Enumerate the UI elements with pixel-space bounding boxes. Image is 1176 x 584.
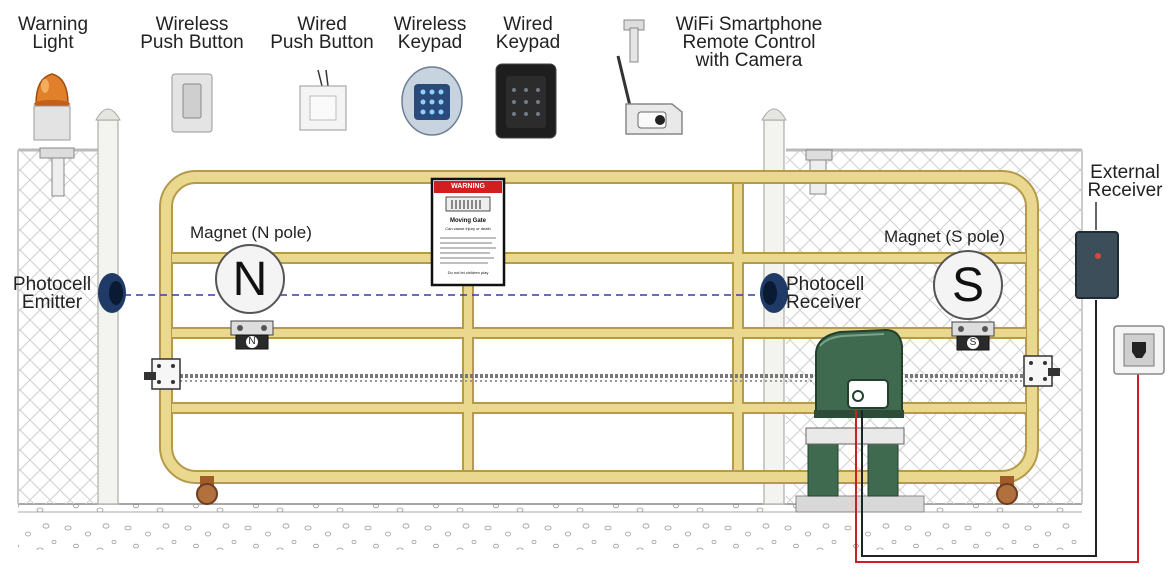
label-photocell-receiver: Photocell Receiver bbox=[786, 274, 865, 313]
label-magnet-n: Magnet (N pole) bbox=[190, 223, 312, 242]
magnet-s-small-letter: S bbox=[969, 337, 977, 348]
label-warning-light: Warning Light bbox=[17, 14, 89, 53]
wired-push-button-icon bbox=[299, 69, 347, 131]
label-wireless-keypad: Wireless Keypad bbox=[393, 14, 467, 53]
label-wifi-camera: WiFi Smartphone Remote Control with Came… bbox=[675, 14, 823, 71]
magnet-n-small-letter: N bbox=[248, 336, 256, 347]
wiring bbox=[855, 202, 1139, 563]
gate-wheel-left bbox=[196, 476, 218, 505]
wired-keypad-icon bbox=[495, 63, 557, 139]
chain-bracket-left bbox=[144, 358, 181, 390]
wireless-push-button-icon bbox=[171, 73, 213, 133]
warning-sign bbox=[430, 177, 506, 287]
label-magnet-s: Magnet (S pole) bbox=[884, 227, 1005, 246]
wifi-camera-icon bbox=[616, 19, 683, 135]
wireless-keypad-icon bbox=[401, 66, 463, 136]
warning-sign-line1: Can cause injury or death bbox=[445, 226, 491, 231]
warning-light-icon bbox=[33, 73, 71, 141]
power-outlet-icon bbox=[1113, 325, 1165, 375]
magnet-s-icon bbox=[933, 250, 1003, 320]
magnet-n-icon bbox=[215, 244, 285, 314]
label-wired-keypad: Wired Keypad bbox=[495, 14, 561, 53]
label-external-receiver: External Receiver bbox=[1087, 162, 1163, 201]
chain-bracket-right bbox=[1023, 355, 1060, 387]
magnet-n-letter: N bbox=[232, 253, 268, 306]
photocell-emitter-icon bbox=[98, 273, 126, 313]
photocell-receiver-icon bbox=[760, 273, 788, 313]
gate-motor bbox=[814, 328, 904, 418]
external-receiver-icon bbox=[1075, 231, 1119, 299]
label-wired-push-button: Wired Push Button bbox=[270, 14, 374, 53]
gate-wheel-right bbox=[996, 476, 1018, 505]
chain-link-fence-left bbox=[17, 148, 102, 504]
warning-sign-header: WARNING bbox=[451, 183, 485, 190]
magnet-s-mount bbox=[951, 321, 995, 351]
label-photocell-emitter: Photocell Emitter bbox=[12, 274, 92, 313]
magnet-s-letter: S bbox=[951, 259, 984, 312]
label-wireless-push-button: Wireless Push Button bbox=[140, 14, 244, 53]
magnet-n-mount bbox=[230, 320, 274, 350]
warning-sign-subtitle: Moving Gate bbox=[449, 218, 486, 224]
fence-bracket-left bbox=[39, 147, 75, 197]
warning-sign-footer: Do not let children play bbox=[447, 270, 489, 275]
